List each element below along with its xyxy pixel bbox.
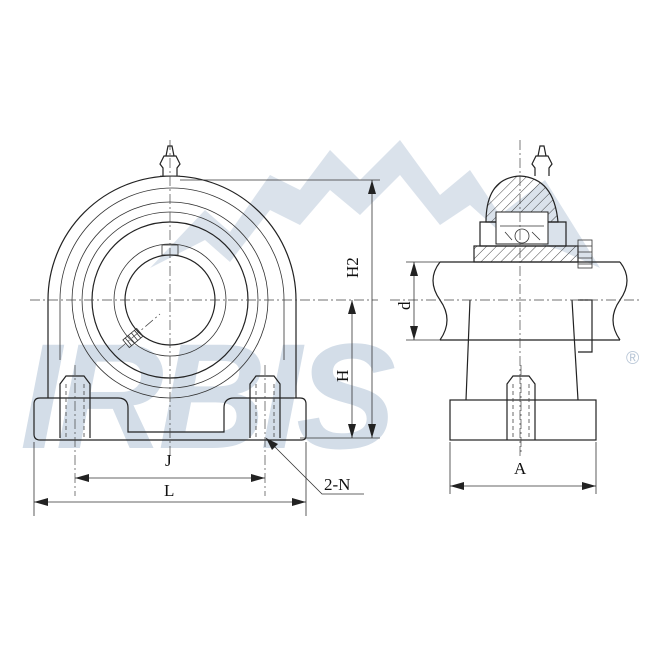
side-grease-nipple-icon [531,145,553,176]
right-bolt [249,375,281,438]
base-block [33,397,307,441]
bearing-insert-section [495,211,549,245]
shaft-right-break [612,261,628,341]
registered-mark: ® [626,348,639,368]
housing-inner-arc [59,187,285,301]
side-base-block [449,399,597,441]
watermark: IRBIS ® [20,140,639,480]
dim-h-label: H [333,370,352,382]
side-set-screw [577,239,593,269]
shaft-left-break [432,261,448,341]
angled-screw-centerline [117,313,161,351]
ball-icon [514,228,530,244]
shaft-outline [440,261,620,341]
side-bolt [506,375,536,440]
side-view: d A [390,140,640,494]
insert-details [500,225,544,241]
front-view: H2 H J L 2-N [30,140,380,516]
left-bolt [59,375,91,438]
watermark-brand: IRBIS [20,312,395,480]
dim-a-label: A [514,459,527,478]
mountain-logo-icon [150,140,600,268]
dim-l-label: L [164,481,174,500]
dim-n-label: 2-N [324,475,350,494]
housing-body-lines [59,300,285,360]
dim-h2-label: H2 [343,257,362,278]
n-leader-line [265,437,364,495]
dim-j-label: J [165,451,172,470]
angled-set-screw [122,327,144,349]
dim-d-label: d [395,301,414,310]
inner-ring-section [473,245,579,263]
